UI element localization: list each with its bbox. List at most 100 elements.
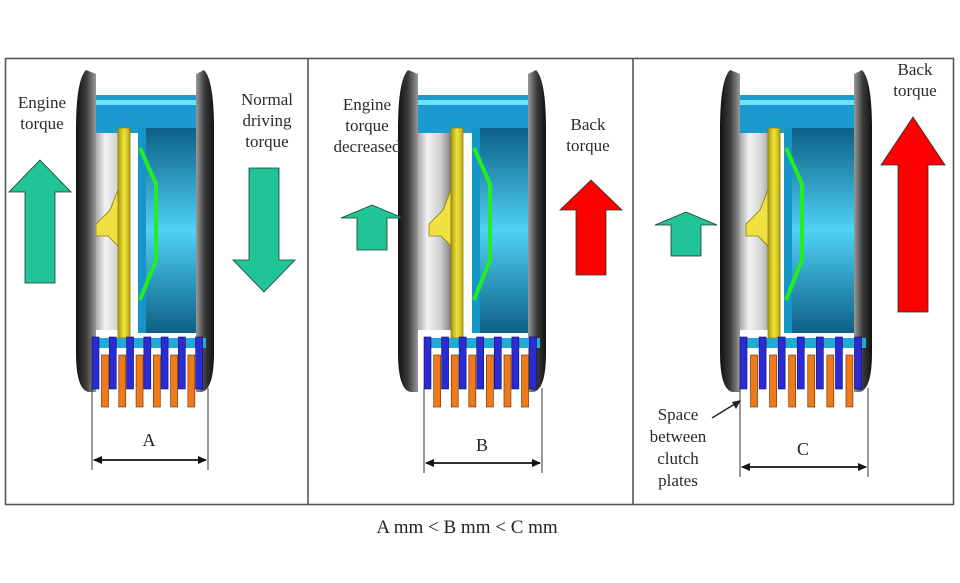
diagram-frame [4, 57, 955, 506]
clutch-drum-edge [472, 128, 480, 333]
right-torque-label-line: Normal [241, 90, 293, 109]
drive-plate [108, 336, 117, 390]
drive-plate [739, 336, 748, 390]
drive-plate [854, 336, 862, 390]
back-torque-arrow [559, 179, 623, 276]
driven-plate [101, 354, 109, 408]
right-torque-label-line: driving [242, 111, 292, 130]
clutch-drum [478, 128, 532, 333]
driven-plate [503, 354, 512, 408]
dimension-label: C [797, 439, 809, 459]
drive-plate [511, 336, 520, 390]
dimension-label: A [143, 430, 156, 450]
clutch-rim-left [720, 70, 740, 392]
right-torque-label-line: torque [893, 81, 936, 100]
clutch-rim-right [854, 70, 872, 392]
driven-plate [433, 354, 441, 408]
driven-plate [153, 354, 161, 408]
engine-torque-arrow [8, 159, 72, 284]
driven-plate [769, 354, 777, 408]
clutch-plates [739, 336, 866, 408]
drive-plate [529, 336, 537, 390]
driven-plate [845, 354, 854, 408]
clutch-rim-left [398, 70, 418, 392]
drive-plate [160, 336, 169, 390]
driven-plate [807, 354, 816, 408]
plate-space-annotation-line: plates [658, 471, 698, 490]
drive-plate [143, 336, 152, 390]
drive-plate [816, 336, 824, 390]
dimension-c: C [739, 388, 869, 477]
drive-plate [195, 336, 203, 390]
right-torque-label-line: torque [245, 132, 288, 151]
dimension-arrowhead-right [532, 459, 541, 467]
clutch-rim-right [196, 70, 214, 392]
clutch-drum [144, 128, 200, 333]
clutch-rim-right [528, 70, 546, 392]
back-torque-arrow [880, 116, 946, 313]
right-torque-label-line: Back [898, 60, 933, 79]
right-torque-label-line: Back [571, 115, 606, 134]
clutch-plates [91, 336, 206, 408]
right-torque-label: Normal driving torque [241, 90, 293, 151]
drive-plate [494, 336, 502, 390]
driven-plate [170, 354, 178, 408]
clutch-housing-highlight [740, 100, 858, 105]
driven-plate [135, 354, 144, 408]
dimension-arrowhead-right [198, 456, 207, 464]
slipper-cam [745, 189, 769, 247]
clutch-drum-edge [784, 128, 792, 333]
engine-torque-arrow [340, 204, 404, 251]
driven-plate [826, 354, 835, 408]
drive-plate [796, 336, 805, 390]
clutch-rim-left [76, 70, 96, 392]
plate-space-annotation-line: Space [658, 405, 699, 424]
driven-plate [450, 354, 459, 408]
dimension-arrowhead-left [93, 456, 102, 464]
pressure-plate [450, 127, 464, 339]
dimension-arrowhead-right [858, 463, 867, 471]
clutch-plates [423, 336, 540, 408]
clutch-assembly [720, 70, 872, 392]
drive-plate [441, 336, 449, 390]
diaphragm-spring [784, 147, 804, 301]
left-torque-label-line: Engine [343, 95, 391, 114]
slipper-cam [428, 189, 452, 247]
driven-plate [788, 354, 796, 408]
clutch-housing-highlight [96, 100, 200, 105]
clutch-assembly [76, 70, 214, 392]
caption: A mm < B mm < C mm [376, 517, 558, 538]
right-torque-label: Back torque [893, 60, 936, 100]
diaphragm-spring [138, 147, 158, 301]
right-torque-label-line: torque [566, 136, 609, 155]
dimension-arrowhead-left [741, 463, 750, 471]
drive-plate [835, 336, 843, 390]
clutch-housing-highlight [418, 100, 532, 105]
drive-plate [126, 336, 134, 390]
engine-torque-arrow [654, 211, 718, 257]
left-torque-label-line: Engine [18, 93, 66, 112]
normal-driving-torque-arrow [232, 167, 296, 293]
drive-plate [758, 336, 767, 390]
diaphragm-spring [472, 147, 492, 301]
driven-plate [486, 354, 494, 408]
drive-plate [423, 336, 432, 390]
clutch-assembly [398, 70, 546, 392]
pressure-plate [117, 127, 131, 339]
drive-plate [458, 336, 467, 390]
drive-plate [777, 336, 786, 390]
driven-plate [118, 354, 127, 408]
dimension-label: B [476, 435, 488, 455]
pressure-plate [767, 127, 781, 339]
drive-plate [178, 336, 186, 390]
drive-plate [91, 336, 100, 390]
annotation-leader-arrowhead [732, 400, 741, 409]
driven-plate [521, 354, 529, 408]
